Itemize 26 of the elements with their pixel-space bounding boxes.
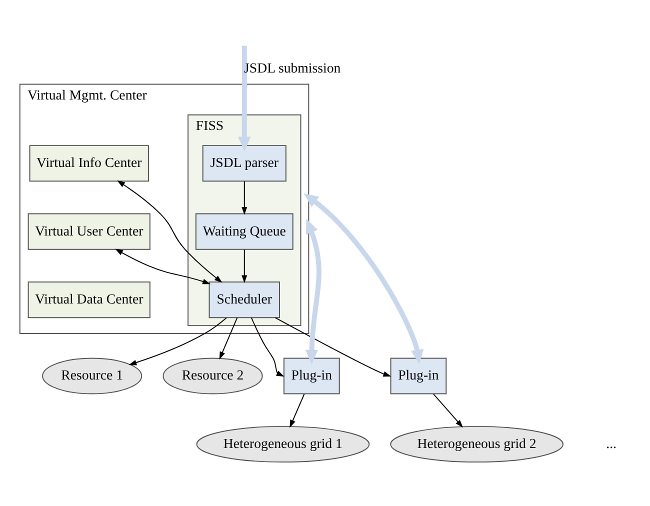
- node-ellipse: Heterogeneous grid 2: [390, 425, 564, 462]
- node-box: Virtual User Center: [28, 212, 150, 250]
- arrow: [242, 180, 248, 214]
- arrow: [128, 316, 227, 365]
- node-box: Plug-in: [390, 357, 447, 394]
- arrow: [242, 248, 248, 283]
- arrow: [304, 192, 424, 364]
- arrow: [274, 316, 392, 376]
- node-box: Virtual Data Center: [28, 281, 150, 318]
- node-ellipse: Heterogeneous grid 1: [196, 425, 370, 462]
- node-box: Scheduler: [208, 281, 280, 318]
- label: ...: [606, 435, 617, 450]
- arrow: [250, 316, 284, 376]
- node-box: JSDL parser: [202, 144, 286, 182]
- arrow: [238, 45, 251, 151]
- node-box: Waiting Queue: [195, 212, 294, 250]
- arrow: [305, 218, 322, 364]
- node-box: Virtual Info Center: [29, 144, 149, 182]
- node-box: Plug-in: [283, 357, 340, 394]
- arrow: [115, 248, 211, 284]
- arrow: [433, 393, 464, 428]
- edge-label: JSDL submission: [244, 60, 341, 76]
- arrow: [117, 180, 222, 282]
- arrow: [219, 316, 238, 360]
- arrow: [290, 393, 305, 428]
- node-ellipse: Resource 2: [162, 357, 263, 394]
